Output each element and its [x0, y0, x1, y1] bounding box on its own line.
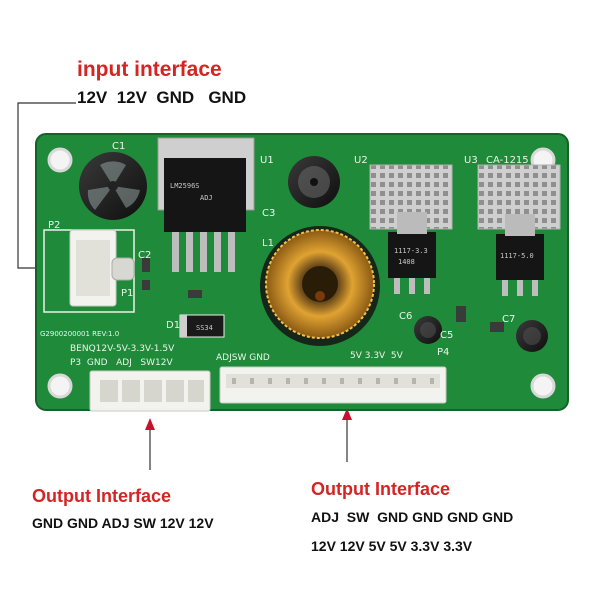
input-pin-labels: 12V 12V GND GND [77, 88, 247, 107]
output-left-arrow-icon [145, 418, 155, 430]
label-c3: C3 [262, 208, 275, 219]
label-p2: P2 [48, 220, 60, 231]
svg-text:ADJ: ADJ [200, 194, 213, 202]
u1-chip-text: LM2596S [170, 182, 200, 190]
label-benq: BENQ12V-5V-3.3V-1.5V [70, 344, 175, 354]
regulator-u2 [388, 232, 436, 278]
mount-hole-icon [47, 147, 556, 399]
output-interface-right-title: Output Interface [311, 479, 451, 499]
output-right-pin-labels-line2: 12V 12V 5V 5V 3.3V 3.3V [311, 538, 473, 554]
output-right-pin-labels-line1: ADJ SW GND GND GND GND [311, 509, 514, 525]
label-u2: U2 [354, 155, 368, 166]
label-c5: C5 [440, 330, 453, 341]
label-l1: L1 [262, 238, 274, 249]
output-interface-left-title: Output Interface [32, 486, 172, 506]
regulator-u3 [496, 234, 544, 280]
label-c7: C7 [502, 314, 515, 325]
input-interface-title: input interface [77, 58, 222, 81]
regulator-u1 [164, 158, 246, 232]
svg-text:1117-3.3: 1117-3.3 [394, 247, 428, 255]
label-c6: C6 [399, 311, 412, 322]
output-left-pin-labels: GND GND ADJ SW 12V 12V [32, 515, 214, 531]
label-c1: C1 [112, 141, 125, 152]
svg-text:1408: 1408 [398, 258, 415, 266]
label-ca-1215: CA-1215 [486, 155, 529, 166]
svg-text:1117-5.0: 1117-5.0 [500, 252, 534, 260]
label-u3: U3 [464, 155, 478, 166]
smd-components [142, 258, 504, 332]
label-g2900200001: G2900200001 REV:1.0 [40, 330, 119, 338]
label-c2: C2 [138, 250, 151, 261]
label-p4: P4 [437, 347, 449, 358]
svg-text:SS34: SS34 [196, 324, 213, 332]
label-header-right: 5V 3.3V 5V [350, 351, 404, 361]
label-adjsw-gnd: ADJSW GND [216, 353, 270, 363]
label-u1: U1 [260, 155, 274, 166]
label-p1: P1 [121, 288, 133, 299]
label-p3-line: P3 GND ADJ SW12V [70, 358, 173, 368]
output-right-arrow-icon [342, 408, 352, 420]
label-d1: D1 [166, 320, 180, 331]
